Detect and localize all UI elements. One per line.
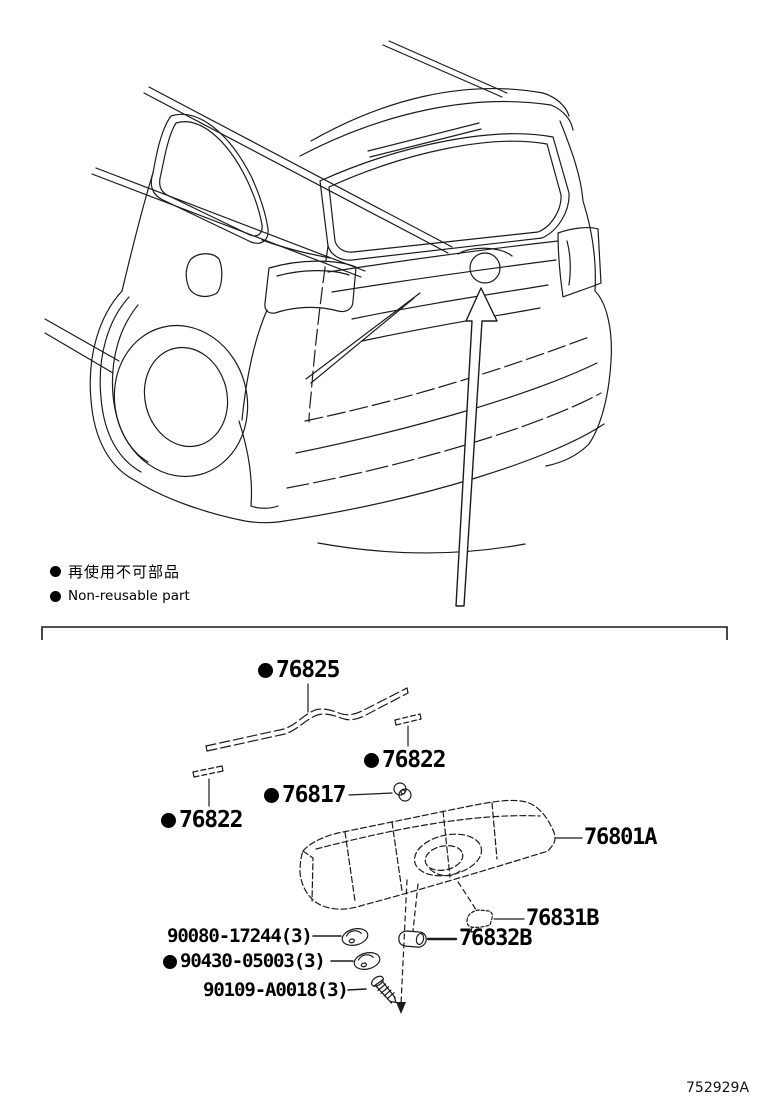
- pad-76832B-drawing: [398, 930, 458, 948]
- leader-76817: [348, 792, 393, 796]
- rocker-lines: [44, 318, 120, 374]
- down-arrowhead: [396, 1002, 406, 1014]
- clip-90430-drawing: [330, 952, 381, 970]
- non-reusable-marker-icon: [161, 813, 176, 828]
- non-reusable-marker-icon: [258, 663, 273, 678]
- rear-wheel: [89, 290, 279, 509]
- quarter-window: [121, 113, 331, 292]
- retainer-76822-right-drawing: [394, 713, 422, 747]
- part-label-76822-left: 76822: [161, 809, 243, 832]
- moulding-76825-drawing: [205, 683, 409, 752]
- tail-lamp-right: [557, 227, 602, 298]
- non-reusable-marker-icon: [264, 788, 279, 803]
- assembly-center-lines: [396, 879, 477, 1014]
- legend: 再使用不可部品 Non-reusable part: [50, 561, 190, 610]
- part-label-76825: 76825: [258, 659, 340, 682]
- part-label-90080-17244: 90080-17244(3): [167, 925, 313, 947]
- tailgate-garnish-area: [327, 240, 559, 293]
- roof-spoiler: [299, 88, 574, 158]
- car-rear-drawing: [44, 40, 612, 554]
- part-label-76831B: 76831B: [526, 906, 599, 931]
- section-bracket: [41, 626, 728, 640]
- part-label-76832B: 76832B: [459, 926, 532, 951]
- rear-window: [319, 133, 570, 261]
- pad-76831B-drawing: [466, 909, 525, 933]
- part-label-76822-right: 76822: [364, 749, 446, 772]
- camera-housing: [413, 833, 483, 877]
- part-label-76801A: 76801A: [584, 825, 657, 850]
- leader-90109: [347, 988, 367, 991]
- tail-lamp-left: [264, 260, 357, 314]
- garnish-76801A-drawing: [299, 799, 556, 910]
- part-label-90430-05003: 90430-05003(3): [163, 952, 326, 971]
- right-quarter-outline: [545, 120, 612, 467]
- retainer-76822-left-drawing: [192, 765, 224, 807]
- non-reusable-marker-icon: [50, 566, 61, 577]
- legend-row-jp: 再使用不可部品: [50, 561, 190, 582]
- screw-90109-drawing: [347, 975, 397, 1004]
- exploded-view: [192, 683, 583, 1014]
- grommet-76817-drawing: [348, 782, 412, 802]
- garnish-pointer-arrow: [455, 287, 498, 607]
- tailgate-lower: [241, 245, 549, 423]
- part-label-76817: 76817: [264, 784, 346, 807]
- clip-90080-drawing: [312, 928, 369, 946]
- fuel-door: [185, 253, 223, 298]
- rear-wiper: [305, 292, 421, 384]
- drawing-code: 752929A: [686, 1080, 750, 1096]
- roof-rails: [91, 40, 508, 278]
- legend-text-en: Non-reusable part: [68, 588, 190, 604]
- part-label-90109-A0018: 90109-A0018(3): [203, 979, 349, 1001]
- non-reusable-marker-icon: [364, 753, 379, 768]
- rear-bumper: [135, 336, 605, 554]
- non-reusable-marker-icon: [163, 954, 177, 969]
- legend-row-en: Non-reusable part: [50, 588, 190, 604]
- legend-text-jp: 再使用不可部品: [68, 563, 181, 581]
- non-reusable-marker-icon: [50, 590, 61, 602]
